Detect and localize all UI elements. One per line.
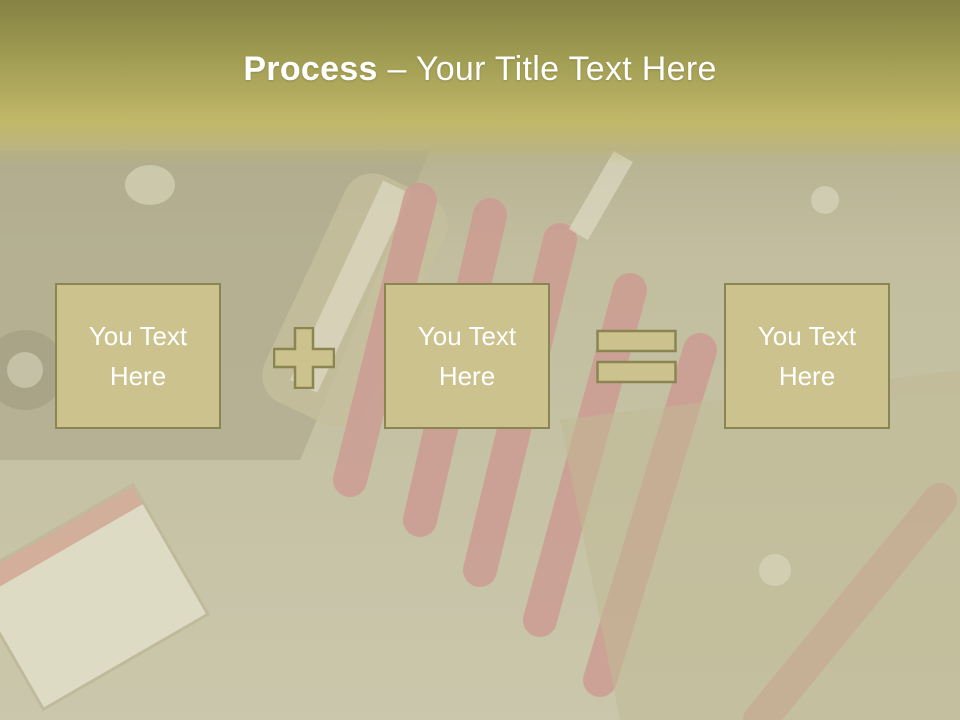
title-band	[0, 0, 960, 165]
process-box-3: You Text Here	[724, 283, 890, 429]
process-box-2-text: You Text Here	[417, 321, 517, 391]
equals-icon	[596, 329, 678, 385]
title-rest: – Your Title Text Here	[377, 50, 717, 88]
plus-icon	[273, 327, 335, 389]
process-box-1: You Text Here	[55, 283, 221, 429]
process-box-3-text: You Text Here	[757, 321, 857, 391]
title-bold: Process	[243, 50, 378, 88]
process-box-2: You Text Here	[384, 283, 550, 429]
slide-title: Process – Your Title Text Here	[0, 50, 960, 89]
process-box-1-text: You Text Here	[88, 321, 188, 391]
